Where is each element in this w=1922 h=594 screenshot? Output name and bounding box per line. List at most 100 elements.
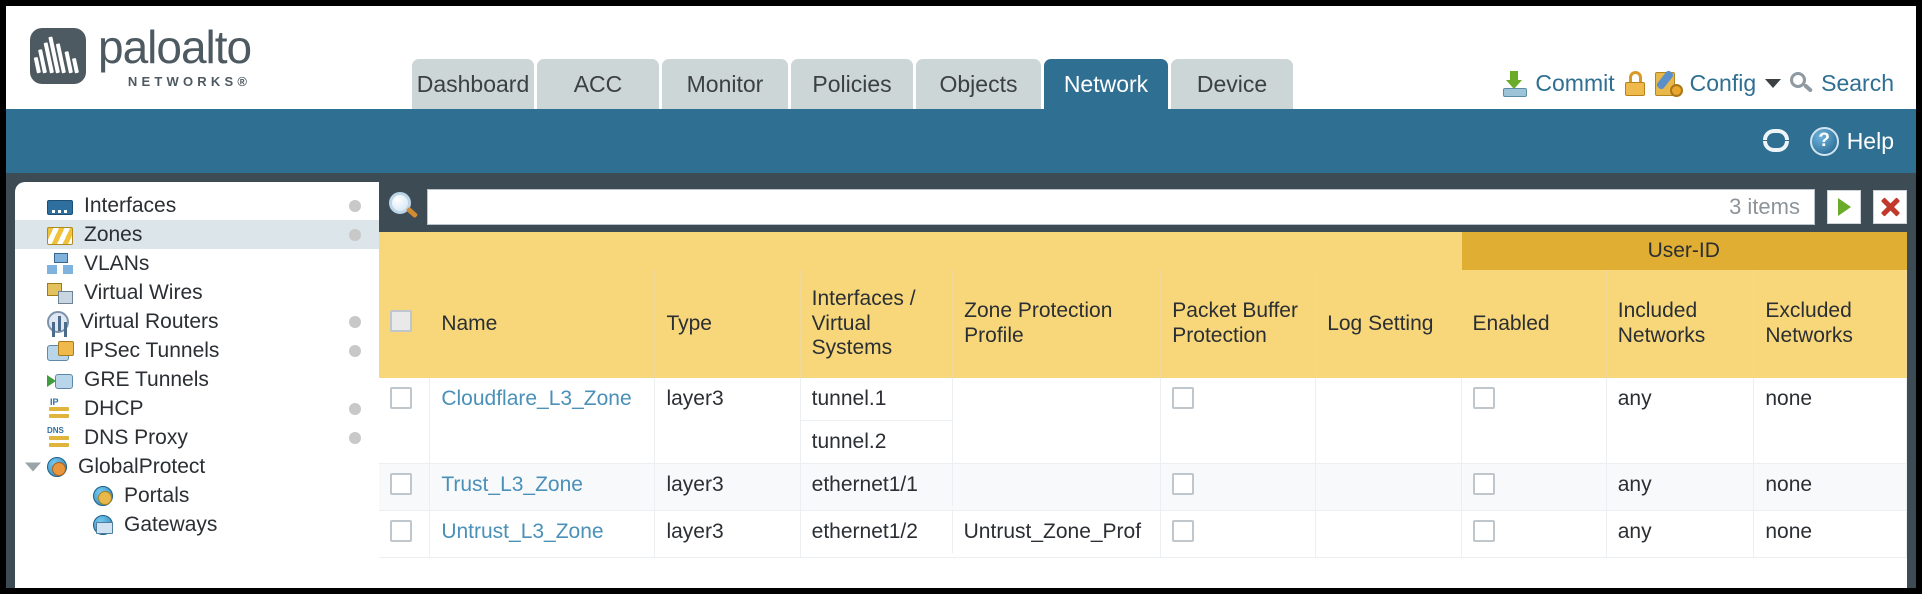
userid-enabled-checkbox[interactable] bbox=[1472, 473, 1495, 495]
tab-dashboard[interactable]: Dashboard bbox=[412, 59, 534, 109]
sidebar-item-label: Zones bbox=[84, 222, 143, 246]
filter-bar: 3 items bbox=[379, 182, 1907, 231]
help-button[interactable]: ? Help bbox=[1809, 126, 1894, 156]
expand-collapse-caret-icon[interactable] bbox=[25, 462, 41, 471]
sidebar-item-dhcp[interactable]: DHCP bbox=[15, 394, 379, 423]
cell-name: Untrust_L3_Zone bbox=[429, 510, 656, 558]
sidebar-item-virtual-wires[interactable]: Virtual Wires bbox=[15, 278, 379, 307]
status-dot bbox=[349, 199, 361, 212]
tab-policies[interactable]: Policies bbox=[791, 59, 913, 109]
column-header-name[interactable]: Name bbox=[429, 270, 656, 378]
sidebar-item-ipsec-tunnels[interactable]: IPSec Tunnels bbox=[15, 336, 379, 365]
userid-enabled-checkbox[interactable] bbox=[1472, 520, 1495, 542]
cell-userid-enabled bbox=[1461, 378, 1607, 464]
cell-name: Trust_L3_Zone bbox=[429, 463, 656, 511]
filter-search-icon[interactable] bbox=[389, 191, 419, 222]
item-count: 3 items bbox=[1729, 193, 1800, 219]
arrow-right-icon bbox=[1837, 197, 1851, 216]
tab-network[interactable]: Network bbox=[1044, 59, 1168, 109]
sidebar-item-label: IPSec Tunnels bbox=[84, 338, 220, 362]
refresh-icon[interactable] bbox=[1762, 128, 1792, 155]
tab-label: Objects bbox=[939, 71, 1018, 97]
cell-zone-protection-profile: Untrust_Zone_Prof bbox=[952, 510, 1162, 558]
sidebar-item-label: Interfaces bbox=[84, 193, 177, 217]
zone-name-link[interactable]: Trust_L3_Zone bbox=[441, 473, 583, 496]
cell-included-networks: any bbox=[1606, 510, 1755, 558]
chevron-down-icon bbox=[1765, 79, 1782, 88]
sidebar-item-virtual-routers[interactable]: Virtual Routers bbox=[15, 307, 379, 336]
status-dot bbox=[349, 228, 361, 241]
column-header-enabled[interactable]: Enabled bbox=[1461, 270, 1607, 378]
lock-button[interactable] bbox=[1624, 70, 1646, 97]
sidebar-item-interfaces[interactable]: Interfaces bbox=[15, 191, 379, 220]
tab-label: Network bbox=[1063, 71, 1149, 97]
commit-button[interactable]: Commit bbox=[1502, 70, 1615, 97]
cell-type: layer3 bbox=[654, 510, 801, 558]
tab-device[interactable]: Device bbox=[1171, 59, 1293, 109]
column-header-excluded-networks[interactable]: Excluded Networks bbox=[1753, 270, 1907, 378]
globalprotect-icon bbox=[47, 456, 67, 477]
zone-name-link[interactable]: Cloudflare_L3_Zone bbox=[441, 387, 632, 410]
row-checkbox[interactable] bbox=[390, 387, 412, 409]
column-header-log-setting[interactable]: Log Setting bbox=[1315, 270, 1462, 378]
cell-zone-protection-profile bbox=[952, 378, 1162, 464]
packet-buffer-protection-checkbox[interactable] bbox=[1172, 473, 1195, 495]
sidebar-item-zones[interactable]: Zones bbox=[15, 220, 379, 249]
column-header-included-networks[interactable]: Included Networks bbox=[1606, 270, 1755, 378]
sidebar-item-gateways[interactable]: Gateways bbox=[15, 510, 379, 539]
userid-enabled-checkbox[interactable] bbox=[1472, 387, 1495, 409]
commit-label: Commit bbox=[1535, 70, 1615, 96]
sidebar-item-globalprotect[interactable]: GlobalProtect bbox=[15, 452, 379, 481]
zone-name-link[interactable]: Untrust_L3_Zone bbox=[441, 520, 604, 543]
tab-objects[interactable]: Objects bbox=[916, 59, 1041, 109]
search-button[interactable]: Search bbox=[1790, 70, 1894, 97]
tab-monitor[interactable]: Monitor bbox=[662, 59, 788, 109]
config-label: Config bbox=[1689, 70, 1757, 96]
packet-buffer-protection-checkbox[interactable] bbox=[1172, 520, 1195, 542]
column-header-zone-protection-profile[interactable]: Zone Protection Profile bbox=[952, 270, 1162, 378]
packet-buffer-protection-checkbox[interactable] bbox=[1172, 387, 1195, 409]
cell-interfaces: ethernet1/2 bbox=[800, 510, 953, 558]
cell-userid-enabled bbox=[1461, 510, 1607, 558]
sidebar-item-vlans[interactable]: VLANs bbox=[15, 249, 379, 278]
brand-logo: paloalto NETWORKS® bbox=[30, 24, 252, 88]
row-checkbox[interactable] bbox=[390, 473, 412, 495]
cell-type: layer3 bbox=[654, 378, 801, 464]
commit-icon bbox=[1502, 70, 1528, 97]
sidebar-item-label: Virtual Wires bbox=[84, 280, 203, 304]
row-select-cell bbox=[379, 510, 431, 558]
sidebar-item-label: GRE Tunnels bbox=[84, 367, 209, 391]
interface-entry: ethernet1/2 bbox=[801, 511, 953, 553]
sidebar-item-portals[interactable]: Portals bbox=[15, 481, 379, 510]
group-header-spacer bbox=[379, 232, 1462, 270]
column-header-packet-buffer-protection[interactable]: Packet Buffer Protection bbox=[1160, 270, 1317, 378]
apply-filter-button[interactable] bbox=[1827, 189, 1861, 224]
status-dot bbox=[349, 315, 361, 328]
cell-log-setting bbox=[1315, 463, 1462, 511]
clear-filter-button[interactable] bbox=[1873, 189, 1907, 224]
row-checkbox[interactable] bbox=[390, 520, 412, 542]
column-header-type[interactable]: Type bbox=[654, 270, 801, 378]
status-dot bbox=[349, 402, 361, 415]
utility-toolbar: Commit Config Search bbox=[1502, 69, 1894, 97]
column-header-interfaces-virtual-systems[interactable]: Interfaces / Virtual Systems bbox=[800, 270, 954, 378]
cell-log-setting bbox=[1315, 510, 1462, 558]
search-input[interactable]: 3 items bbox=[427, 188, 1815, 225]
sidebar-item-label: GlobalProtect bbox=[78, 454, 206, 478]
cell-included-networks: any bbox=[1606, 463, 1755, 511]
cell-interfaces: ethernet1/1 bbox=[800, 463, 953, 511]
sidebar-item-gre-tunnels[interactable]: GRE Tunnels bbox=[15, 365, 379, 394]
tab-label: ACC bbox=[573, 71, 623, 97]
config-menu[interactable]: Config bbox=[1654, 69, 1782, 97]
sidebar-item-label: DHCP bbox=[84, 396, 144, 420]
group-header-user-id: User-ID bbox=[1461, 232, 1907, 270]
select-all-checkbox[interactable] bbox=[390, 309, 412, 332]
sidebar-item-dns-proxy[interactable]: DNS Proxy bbox=[15, 423, 379, 452]
tab-acc[interactable]: ACC bbox=[537, 59, 659, 109]
dhcp-icon bbox=[47, 397, 73, 420]
